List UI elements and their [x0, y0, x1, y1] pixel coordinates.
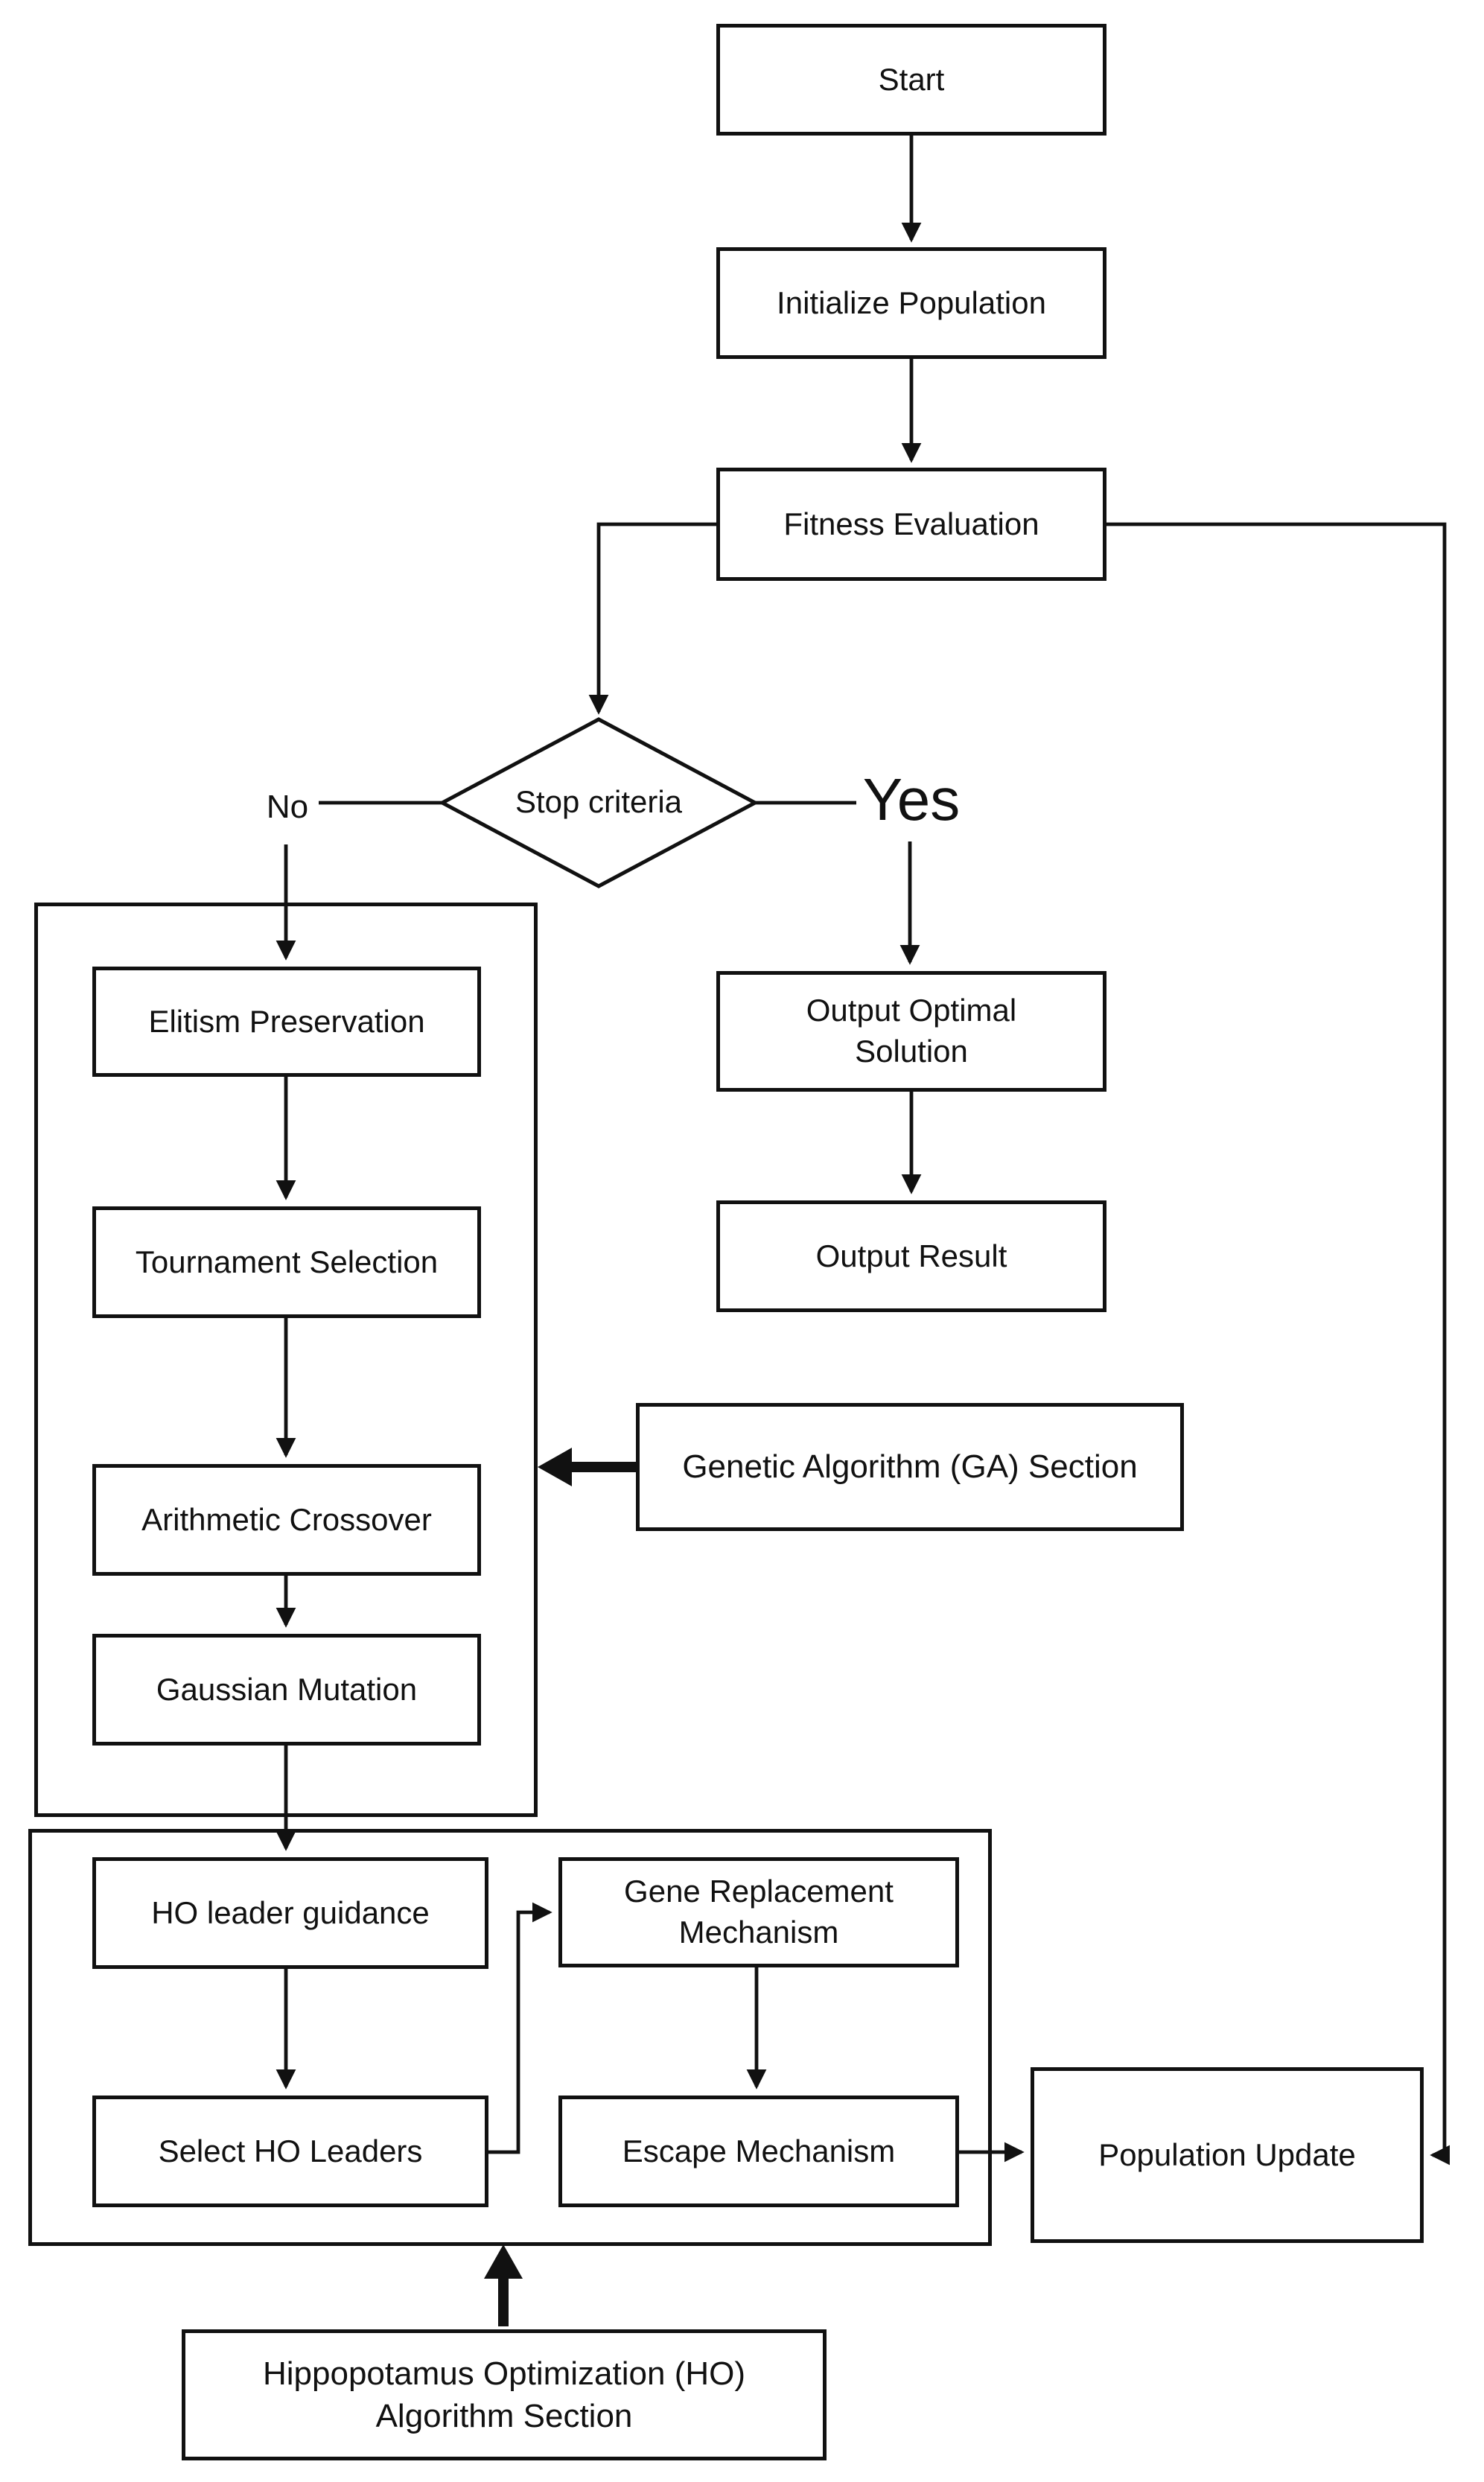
thick-arrowhead-left-icon	[538, 1448, 572, 1486]
node-tournament-selection: Tournament Selection	[92, 1206, 481, 1318]
stop-criteria-label: Stop criteria	[515, 784, 683, 819]
node-ho-section-label: Hippopotamus Optimization (HO) Algorithm…	[182, 2329, 827, 2460]
ga-section-container	[34, 903, 538, 1817]
node-arithmetic-crossover: Arithmetic Crossover	[92, 1464, 481, 1576]
node-elitism-preservation: Elitism Preservation	[92, 967, 481, 1077]
node-initialize-population: Initialize Population	[716, 247, 1106, 359]
node-ho-leader-guidance: HO leader guidance	[92, 1857, 488, 1969]
edge-fitness-to-stopcriteria	[588, 522, 716, 715]
thick-arrowhead-up-icon	[484, 2244, 523, 2279]
node-gaussian-mutation: Gaussian Mutation	[92, 1634, 481, 1746]
edge-label-yes: Yes	[862, 766, 961, 833]
node-select-ho-leaders: Select HO Leaders	[92, 2096, 488, 2207]
node-escape-mechanism: Escape Mechanism	[558, 2096, 959, 2207]
node-fitness-evaluation: Fitness Evaluation	[716, 468, 1106, 581]
node-population-update: Population Update	[1031, 2067, 1424, 2243]
node-output-optimal-solution: Output Optimal Solution	[716, 971, 1106, 1092]
stop-criteria-diamond	[438, 717, 759, 888]
edge-selectho-to-genereplacement	[488, 1902, 552, 2154]
node-ga-section-label: Genetic Algorithm (GA) Section	[636, 1403, 1184, 1531]
edge-fitness-feedback-to-population	[1106, 522, 1450, 2166]
node-output-result: Output Result	[716, 1200, 1106, 1312]
edge-label-no: No	[266, 789, 309, 825]
node-start: Start	[716, 24, 1106, 136]
thick-arrow-ho-section	[484, 2244, 523, 2326]
thick-arrow-ga-section	[538, 1448, 636, 1486]
ho-section-container	[28, 1829, 992, 2246]
node-gene-replacement-mechanism: Gene Replacement Mechanism	[558, 1857, 959, 1967]
